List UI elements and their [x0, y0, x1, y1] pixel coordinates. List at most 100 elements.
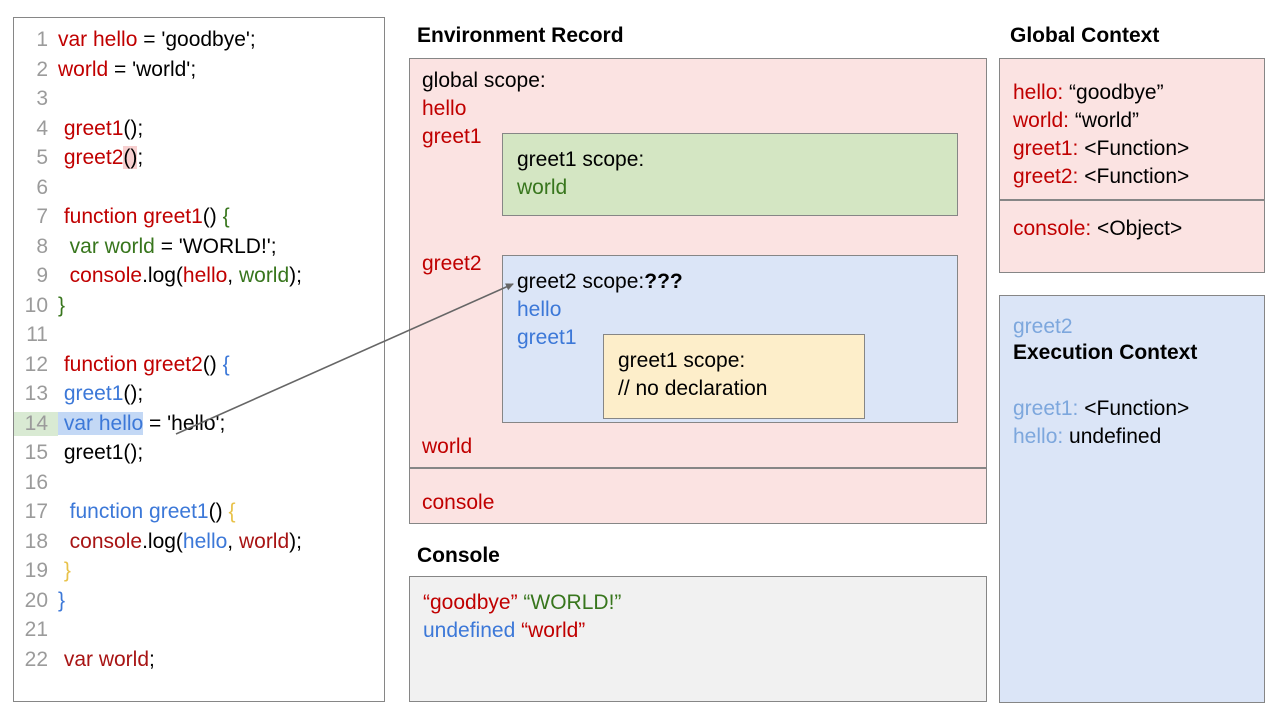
- greet2-scope-binding-greet1: greet1: [517, 326, 577, 349]
- entry-value: <Object>: [1091, 217, 1183, 240]
- code-line[interactable]: 17 function greet1() {: [14, 500, 384, 530]
- code-token: = 'world';: [108, 57, 197, 81]
- greet1-inner-scope-box: greet1 scope: // no declaration: [603, 334, 865, 419]
- code-line[interactable]: 3: [14, 87, 384, 117]
- code-token: hello: [182, 529, 228, 553]
- env-binding-greet2: greet2: [422, 252, 482, 275]
- code-line-number: 22: [24, 647, 48, 671]
- code-line-text: function greet1() {: [58, 205, 230, 229]
- entry-key: hello:: [1013, 425, 1064, 448]
- code-line[interactable]: 9 console.log(hello, world);: [14, 264, 384, 294]
- code-line[interactable]: 13 greet1();: [14, 382, 384, 412]
- code-line-text: var hello = 'hello';: [58, 411, 225, 436]
- code-line[interactable]: 19 }: [14, 559, 384, 589]
- greet1-inner-scope-header: greet1 scope:: [618, 349, 746, 372]
- env-binding-hello: hello: [422, 97, 467, 120]
- greet2-execution-context-panel: greet2 Execution Context greet1: <Functi…: [999, 295, 1265, 703]
- greet1-inner-scope-note: // no declaration: [618, 377, 768, 400]
- execution-context-entry: greet1: <Function>: [1013, 397, 1189, 421]
- code-token: .log(: [142, 529, 183, 553]
- console-token: undefined: [423, 619, 516, 642]
- greet2-scope-box: greet2 scope:??? hello greet1 greet1 sco…: [502, 255, 958, 423]
- code-token: }: [58, 293, 66, 317]
- code-line-number: 11: [26, 323, 48, 346]
- execution-context-heading: Execution Context: [1013, 341, 1198, 364]
- code-line[interactable]: 5 greet2();: [14, 146, 384, 176]
- code-line[interactable]: 10}: [14, 294, 384, 324]
- code-token: ,: [227, 529, 239, 553]
- global-context-title: Global Context: [1010, 24, 1160, 47]
- code-token: (): [202, 205, 223, 228]
- code-line[interactable]: 20}: [14, 589, 384, 619]
- entry-key: greet2:: [1013, 165, 1079, 188]
- code-line-number: 5: [36, 146, 48, 169]
- code-token: (): [123, 146, 138, 169]
- code-token: world: [238, 264, 290, 287]
- code-line-text: function greet1() {: [58, 500, 236, 524]
- greet1-scope-box: greet1 scope: world: [502, 133, 958, 216]
- console-token: “WORLD!”: [523, 591, 622, 614]
- code-token: {: [222, 205, 230, 228]
- code-line[interactable]: 18 console.log(hello, world);: [14, 530, 384, 560]
- entry-key: greet1:: [1013, 397, 1079, 420]
- console-token: “world”: [521, 619, 586, 642]
- code-line[interactable]: 4 greet1();: [14, 117, 384, 147]
- code-line-text: greet1();: [58, 441, 143, 465]
- execution-context-name: greet2: [1013, 315, 1073, 338]
- code-token: world: [238, 529, 290, 553]
- code-line-number: 3: [36, 87, 48, 110]
- env-binding-console: console: [422, 491, 495, 514]
- code-line-number: 7: [36, 205, 48, 228]
- code-token: .log(: [142, 264, 183, 287]
- code-line[interactable]: 15 greet1();: [14, 441, 384, 471]
- code-token: console: [58, 264, 143, 287]
- code-line-number: 8: [36, 234, 48, 258]
- code-token: function greet2: [58, 352, 203, 376]
- code-token: function greet1: [58, 205, 203, 228]
- code-line[interactable]: 21: [14, 618, 384, 648]
- code-line[interactable]: 14 var hello = 'hello';: [14, 411, 384, 442]
- entry-key: world:: [1013, 109, 1070, 132]
- code-token: {: [228, 500, 236, 523]
- code-line-number: 21: [24, 618, 48, 641]
- code-token: world: [58, 57, 109, 81]
- code-token: ;: [137, 146, 144, 169]
- entry-key: hello:: [1013, 81, 1064, 104]
- entry-key: console:: [1013, 217, 1092, 240]
- code-line-text: var world;: [58, 648, 155, 672]
- code-token: var world: [58, 234, 155, 258]
- global-context-entry: greet1: <Function>: [1013, 137, 1189, 161]
- code-token: = 'goodbye';: [137, 28, 256, 51]
- code-line-number: 18: [24, 529, 48, 553]
- code-line-text: console.log(hello, world);: [58, 264, 302, 288]
- code-line[interactable]: 11: [14, 323, 384, 353]
- code-line-number: 4: [36, 116, 48, 140]
- global-context-divider: [1000, 199, 1264, 201]
- global-context-entry: hello: “goodbye”: [1013, 81, 1164, 105]
- code-line[interactable]: 22 var world;: [14, 648, 384, 678]
- global-context-entry: world: “world”: [1013, 109, 1139, 133]
- entry-value: <Function>: [1078, 397, 1190, 420]
- code-line[interactable]: 7 function greet1() {: [14, 205, 384, 235]
- code-line-text: function greet2() {: [58, 353, 230, 377]
- code-line-number: 16: [24, 470, 48, 494]
- env-binding-world: world: [422, 435, 473, 458]
- console-output-line: undefined “world”: [423, 619, 585, 643]
- code-token: {: [222, 352, 230, 376]
- code-line[interactable]: 6: [14, 176, 384, 206]
- code-line-text: console.log(hello, world);: [58, 530, 302, 554]
- code-token: greet2: [58, 146, 124, 169]
- console-output-line: “goodbye” “WORLD!”: [423, 591, 621, 615]
- code-line-number: 1: [36, 28, 48, 51]
- code-line[interactable]: 12 function greet2() {: [14, 353, 384, 383]
- code-line-text: greet2();: [58, 146, 143, 170]
- code-line[interactable]: 16: [14, 471, 384, 501]
- code-line-number: 6: [36, 175, 48, 199]
- code-line-text: greet1();: [58, 382, 143, 406]
- code-line[interactable]: 8 var world = 'WORLD!';: [14, 235, 384, 265]
- code-line-text: }: [58, 589, 65, 613]
- code-token: greet1();: [58, 441, 144, 464]
